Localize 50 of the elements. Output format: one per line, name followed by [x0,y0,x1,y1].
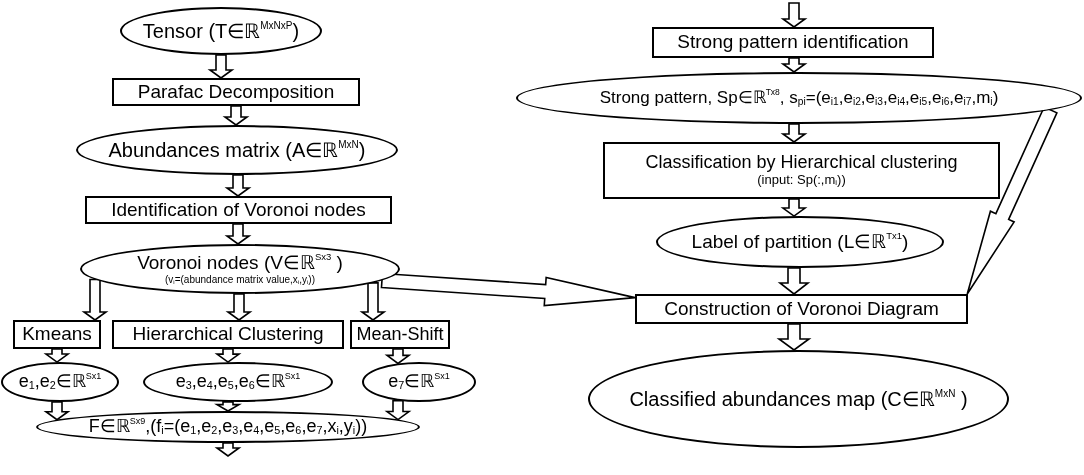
block-arrow [384,399,412,421]
process-box [603,142,1000,199]
node-label: Strong pattern, Sp∈ℝ$^{Tx8}$, s$_{pi}$=(e$_{i1}$,e$_{i2}$,e$_{i3}$,e$_{i4}$,e$_{i5}$,e$_{i6}$,e$_{i7}$,m$_{i}$) [599,88,999,108]
block-arrow [214,348,242,364]
process-box [13,320,101,349]
process-box [112,78,360,106]
process-box [635,294,968,324]
node-label: F∈ℝ$^{Sx9}$,(f$_{i}$=(e$_{1}$,e$_{2}$,e$_{3}$,e$_{4}$,e$_{5}$,e$_{6}$,e$_{7}$,x$_{i}$,y$_{i}$)) [88,417,368,437]
node-label: Hierarchical Clustering [132,324,324,345]
block-arrow [43,401,71,421]
block-arrow [81,278,109,321]
node-label: Abundances matrix (A∈ℝ$^{MxN}$) [108,139,366,161]
node-label: Parafac Decomposition [137,81,335,103]
node-label: e$_{1}$,e$_{2}$∈ℝ$^{Sx1}$ [18,372,102,392]
block-arrow [359,282,387,321]
block-arrow [777,267,811,295]
process-box [350,320,450,349]
block-arrow [207,54,235,79]
node-note: (v$_{i}$=(abundance matrix value,x$_{i}$,y$_{i}$)) [165,273,315,285]
block-arrow [780,2,808,28]
block-arrow [780,198,808,217]
block-arrow [780,123,808,143]
block-arrow [384,348,412,365]
node-label: e$_{7}$∈ℝ$^{Sx1}$ [388,372,450,392]
block-arrow [224,223,252,245]
ellipse-node [1,362,119,402]
node-label: Strong pattern identification [677,32,909,53]
process-box [85,196,392,224]
node-label: e$_{3}$,e$_{4}$,e$_{5}$,e$_{6}$∈ℝ$^{Sx1}$ [175,372,301,392]
node-label: Classified abundances map (C∈ℝ$^{MxN}$ ) [629,388,968,410]
block-arrow [776,323,812,351]
node-label: Voronoi nodes (V∈ℝ$^{Sx3}$ ) [137,253,343,274]
block-arrow [43,348,71,363]
node-label: Identification of Voronoi nodes [111,199,366,221]
block-arrow [780,57,808,73]
block-arrow [225,293,253,321]
node-label: Label of partition (L∈ℝ$^{Tx1}$) [691,231,909,253]
node-label: Construction of Voronoi Diagram [664,298,939,320]
node-note: (input: Sp(:,m$_{i}$)) [757,173,846,188]
block-arrow [214,401,242,412]
block-arrow [224,174,252,197]
process-box [112,320,344,349]
block-arrow [380,272,636,307]
node-label: Tensor (T∈ℝ$^{MxNxP}$) [142,20,300,42]
node-label: Mean-Shift [356,324,444,345]
block-arrow [214,442,242,457]
node-label: Classification by Hierarchical clustering [645,153,958,174]
node-label: Kmeans [22,324,92,345]
process-box [652,27,934,58]
block-arrow [222,105,250,126]
